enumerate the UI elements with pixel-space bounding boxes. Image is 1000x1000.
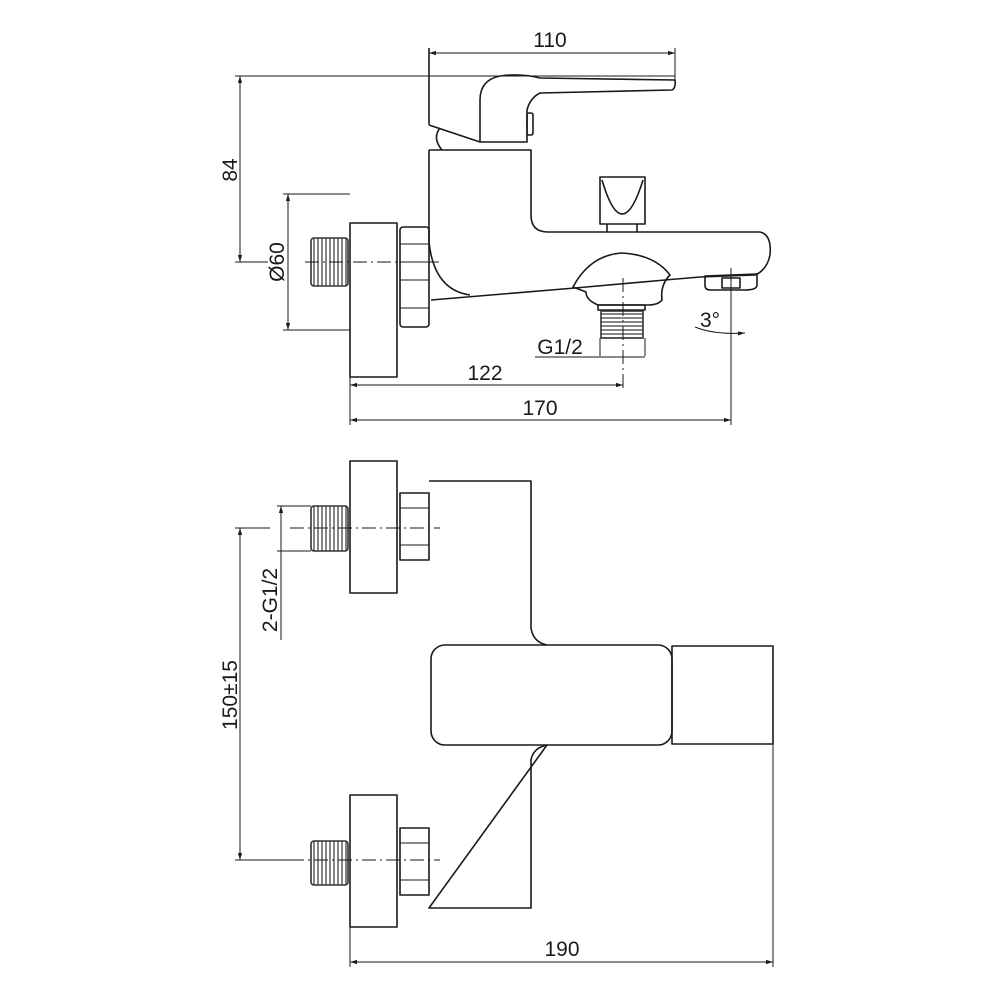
dim-110: 110 — [533, 29, 566, 52]
dim-190: 190 — [544, 938, 579, 961]
diverter-knob — [599, 176, 646, 232]
escutcheon — [349, 222, 398, 378]
hex-nut — [399, 226, 430, 328]
hex-nut-lower — [399, 827, 430, 896]
outlet-thread — [600, 310, 644, 339]
dim-diameter-60: Ø60 — [266, 242, 289, 282]
mixer-body-top — [428, 480, 548, 909]
dim-angle: 3° — [700, 309, 720, 332]
escutcheon-lower — [349, 794, 398, 928]
spout-top — [671, 645, 774, 745]
side-view: 110 84 Ø60 G1/2 122 170 3° — [219, 29, 772, 425]
bath-outlet — [572, 252, 671, 306]
dim-84: 84 — [219, 158, 242, 182]
dim-outlet-thread: G1/2 — [537, 336, 583, 359]
inlet-thread-lower — [310, 840, 349, 886]
hex-nut-upper — [399, 492, 430, 561]
lever-handle — [428, 48, 676, 143]
mixer-body — [428, 149, 772, 301]
top-view: 150±15 2-G1/2 190 — [219, 460, 774, 967]
dim-170: 170 — [522, 397, 557, 420]
dim-122: 122 — [467, 362, 502, 385]
escutcheon-upper — [349, 460, 398, 594]
dim-inlet-spacing: 150±15 — [219, 660, 242, 730]
aerator — [704, 273, 758, 291]
dim-inlet-threads: 2-G1/2 — [259, 568, 282, 632]
lever-top — [430, 644, 673, 746]
